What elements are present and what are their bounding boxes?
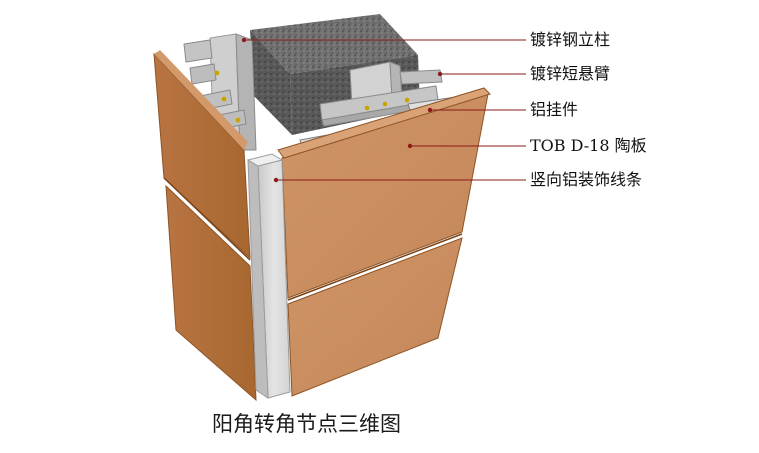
leader-dot-panel — [407, 143, 413, 149]
leader-dot-hanger — [427, 107, 433, 113]
leader-dot-trim — [273, 177, 279, 183]
label-aluminum-hanger: 铝挂件 — [530, 100, 579, 119]
right-terracotta-panels — [277, 87, 491, 397]
label-galvanized-steel-column: 镀锌钢立柱 — [530, 30, 611, 49]
diagram-caption: 阳角转角节点三维图 — [212, 412, 401, 436]
leader-dot-short-arm — [437, 71, 443, 77]
left-terracotta-panels — [153, 50, 257, 402]
label-terracotta-panel: TOB D-18 陶板 — [530, 136, 647, 155]
leader-dot-steel-column — [241, 37, 247, 43]
leader-lines — [244, 39, 526, 181]
leader-endpoints — [241, 37, 443, 183]
label-galvanized-short-arm: 镀锌短悬臂 — [530, 64, 611, 83]
label-vertical-aluminum-trim: 竖向铝装饰线条 — [530, 170, 643, 189]
vertical-aluminum-trim — [246, 153, 291, 399]
